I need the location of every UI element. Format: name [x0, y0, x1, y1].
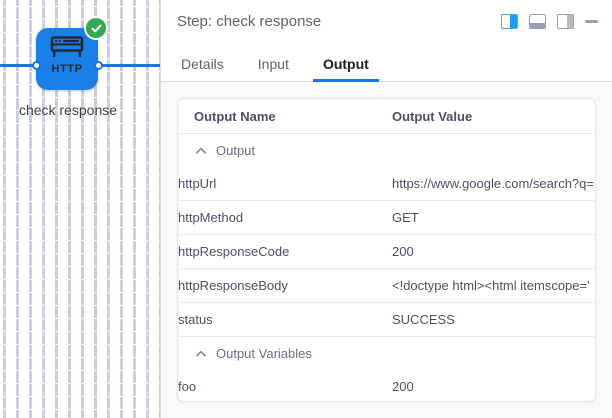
- table-row: httpResponseCode 200: [178, 234, 595, 269]
- column-header-output-value: Output Value: [392, 99, 595, 134]
- output-value-cell: SUCCESS: [392, 302, 595, 337]
- output-value-text: GET: [392, 210, 419, 225]
- output-value-cell: 200: [392, 234, 595, 269]
- output-table: Output Name Output Value: [178, 99, 595, 402]
- panel-header-actions: [501, 13, 598, 29]
- output-value-cell: 200: [392, 370, 595, 401]
- layout-dock-right-button[interactable]: [557, 13, 574, 29]
- group-label: Output Variables: [216, 346, 312, 361]
- group-label: Output: [216, 143, 256, 158]
- node-label: check response: [18, 102, 118, 118]
- tab-output[interactable]: Output: [312, 57, 379, 82]
- output-value-cell: <!doctype html><html itemscope=': [392, 268, 595, 303]
- panel-right-icon: [567, 14, 573, 28]
- node-output-port[interactable]: [94, 61, 103, 70]
- layout-dock-bottom-button[interactable]: [529, 13, 546, 29]
- output-card: Output Name Output Value: [177, 98, 596, 402]
- chevron-up-icon[interactable]: [194, 347, 208, 361]
- output-value-text: <!doctype html><html itemscope=': [392, 278, 590, 293]
- output-name-cell: foo: [178, 379, 197, 394]
- group-cell-output-variables: Output Variables: [178, 337, 595, 371]
- output-name-cell: httpResponseBody: [178, 268, 392, 303]
- node-icon-label: HTTP: [51, 63, 83, 75]
- layout-split-right-button[interactable]: [501, 13, 518, 29]
- panel-title: Step: check response: [177, 12, 322, 30]
- panel-header: Step: check response: [161, 0, 612, 42]
- step-detail-panel: Step: check response Details Input Outpu…: [160, 0, 612, 418]
- table-row: httpMethod GET: [178, 200, 595, 235]
- table-group-row[interactable]: Output Variables: [178, 337, 595, 371]
- tab-input[interactable]: Input: [257, 56, 289, 72]
- check-circle-icon: [86, 18, 106, 38]
- output-value-text: 200: [392, 244, 414, 259]
- output-value-text: SUCCESS: [392, 312, 455, 327]
- workflow-canvas[interactable]: HTTP check response: [0, 0, 160, 418]
- node-check-response[interactable]: HTTP: [36, 28, 98, 90]
- group-cell-output: Output: [178, 134, 595, 168]
- table-row: foo 200: [178, 370, 595, 401]
- table-row: httpResponseBody <!doctype html><html it…: [178, 268, 595, 303]
- output-name-cell: httpMethod: [178, 200, 392, 235]
- tab-details[interactable]: Details: [181, 56, 224, 72]
- node-input-port[interactable]: [32, 61, 41, 70]
- table-row: status SUCCESS: [178, 302, 595, 337]
- panel-bottom-icon: [530, 22, 545, 28]
- output-value-text: https://www.google.com/search?q=: [392, 176, 594, 191]
- column-header-output-name: Output Name: [178, 99, 392, 134]
- output-name-cell: httpUrl: [178, 167, 392, 201]
- output-table-body: Output httpUrl https://www.google.com/se…: [178, 134, 595, 402]
- panel-tabs: Details Input Output: [161, 42, 612, 82]
- output-value-text: 200: [392, 379, 414, 394]
- panel-body: Output Name Output Value: [161, 82, 612, 418]
- chevron-up-icon[interactable]: [194, 144, 208, 158]
- output-name-cell: httpResponseCode: [178, 234, 392, 269]
- http-browser-icon: HTTP: [36, 36, 98, 75]
- output-name-cell: status: [178, 302, 392, 337]
- output-value-cell: GET: [392, 200, 595, 235]
- table-row: httpUrl https://www.google.com/search?q=: [178, 167, 595, 201]
- table-group-row[interactable]: Output: [178, 134, 595, 168]
- panel-split-icon: [510, 14, 517, 28]
- output-table-head: Output Name Output Value: [178, 99, 595, 134]
- table-header-row: Output Name Output Value: [178, 99, 595, 134]
- minimize-button[interactable]: [585, 19, 598, 23]
- output-value-cell: https://www.google.com/search?q=: [392, 167, 595, 201]
